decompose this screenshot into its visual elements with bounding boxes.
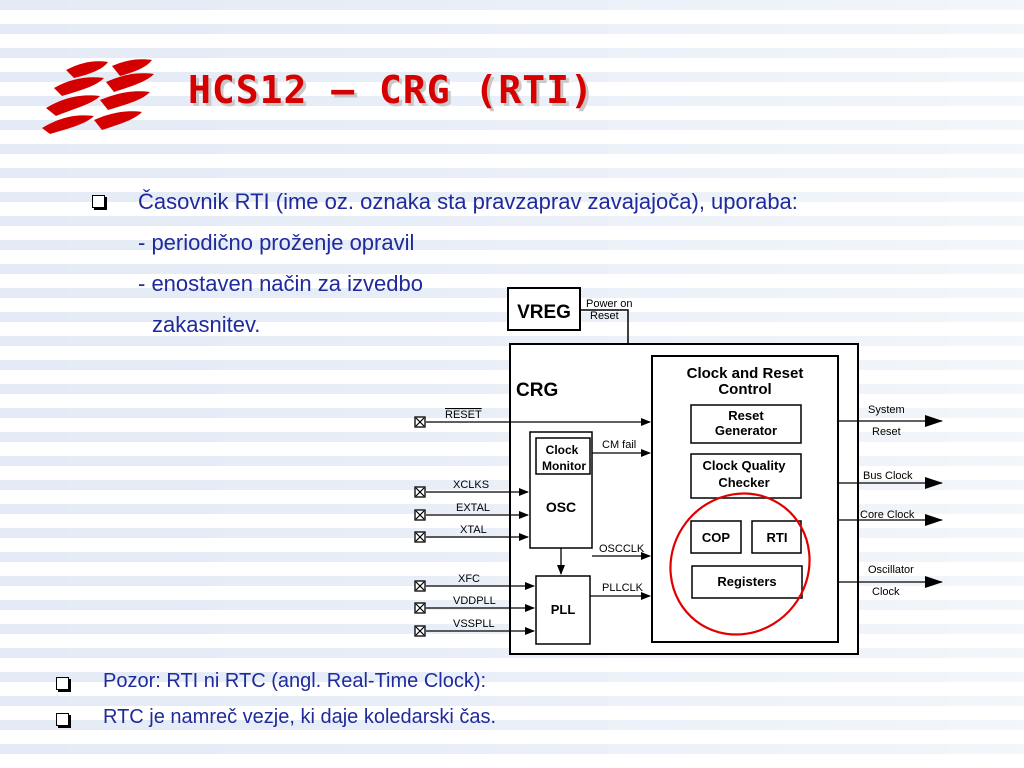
reset-input-label: RESET [445, 409, 482, 421]
vreg-label: VREG [517, 302, 571, 323]
pllclk-label: PLLCLK [602, 582, 644, 594]
bullet-simple-way: - enostaven način za izvedbo [138, 271, 423, 296]
clock-monitor-line2: Monitor [542, 459, 586, 473]
bullet-delays: zakasnitev. [152, 312, 261, 337]
vddpll-label: VDDPLL [453, 595, 496, 607]
clock-monitor-block [535, 437, 591, 475]
rti-label: RTI [767, 530, 788, 545]
crc-title-line2: Control [718, 381, 771, 398]
cop-label: COP [702, 530, 731, 545]
reset-pin-icon [414, 416, 426, 428]
pll-block [535, 575, 591, 645]
clock-quality-checker-block [690, 453, 802, 499]
cqc-line1: Clock Quality [702, 458, 786, 473]
checkbox-bullet-icon [92, 195, 105, 208]
oscillator-label: Oscillator [868, 564, 914, 576]
clock-reset-control-block [651, 355, 839, 643]
vddpll-pin-icon [414, 602, 426, 614]
xclks-pin-icon [414, 486, 426, 498]
crc-title-line1: Clock and Reset [687, 365, 804, 382]
xclks-label: XCLKS [453, 479, 489, 491]
extal-label: EXTAL [456, 502, 490, 514]
core-clock-label: Core Clock [860, 509, 915, 521]
note-rti-not-rtc: Pozor: RTI ni RTC (angl. Real-Time Clock… [103, 670, 487, 692]
xtal-label: XTAL [460, 524, 487, 536]
power-on-label: Power on [586, 298, 632, 310]
pll-label: PLL [551, 602, 576, 617]
clock-monitor-line1: Clock [546, 443, 579, 457]
registers-label: Registers [717, 574, 776, 589]
registers-block [691, 565, 803, 599]
crg-label: CRG [516, 380, 558, 401]
reset-output-label: Reset [872, 426, 901, 438]
bus-clock-label: Bus Clock [863, 470, 913, 482]
reset-label: Reset [590, 310, 619, 322]
osc-label: OSC [546, 499, 576, 515]
xfc-label: XFC [458, 573, 480, 585]
bullet-rti-usage: Časovnik RTI (ime oz. oznaka sta pravzap… [138, 189, 798, 214]
cm-fail-label: CM fail [602, 439, 636, 451]
clock-label: Clock [872, 586, 900, 598]
highlight-circle [669, 492, 811, 636]
slide-title: HCS12 – CRG (RTI) [188, 68, 594, 112]
xtal-pin-icon [414, 531, 426, 543]
oscclk-label: OSCCLK [599, 543, 645, 555]
reset-generator-block [690, 404, 802, 444]
vsspll-label: VSSPLL [453, 618, 495, 630]
checkbox-bullet-icon [56, 713, 69, 726]
crg-block-diagram: VREG Power on Reset CRG Clock and Reset … [414, 287, 943, 655]
reset-generator-line1: Reset [728, 408, 764, 423]
rti-block [751, 520, 802, 554]
vreg-block [507, 287, 581, 331]
bullet-periodic-tasks: - periodično proženje opravil [138, 230, 415, 255]
xfc-pin-icon [414, 580, 426, 592]
note-rtc-definition: RTC je namreč vezje, ki daje koledarski … [103, 706, 497, 728]
cqc-line2: Checker [718, 475, 769, 490]
cop-block [690, 520, 742, 554]
vsspll-pin-icon [414, 625, 426, 637]
reset-generator-line2: Generator [715, 423, 777, 438]
checkbox-bullet-icon [56, 677, 69, 690]
company-logo [42, 59, 154, 134]
system-output-label: System [868, 404, 905, 416]
extal-pin-icon [414, 509, 426, 521]
